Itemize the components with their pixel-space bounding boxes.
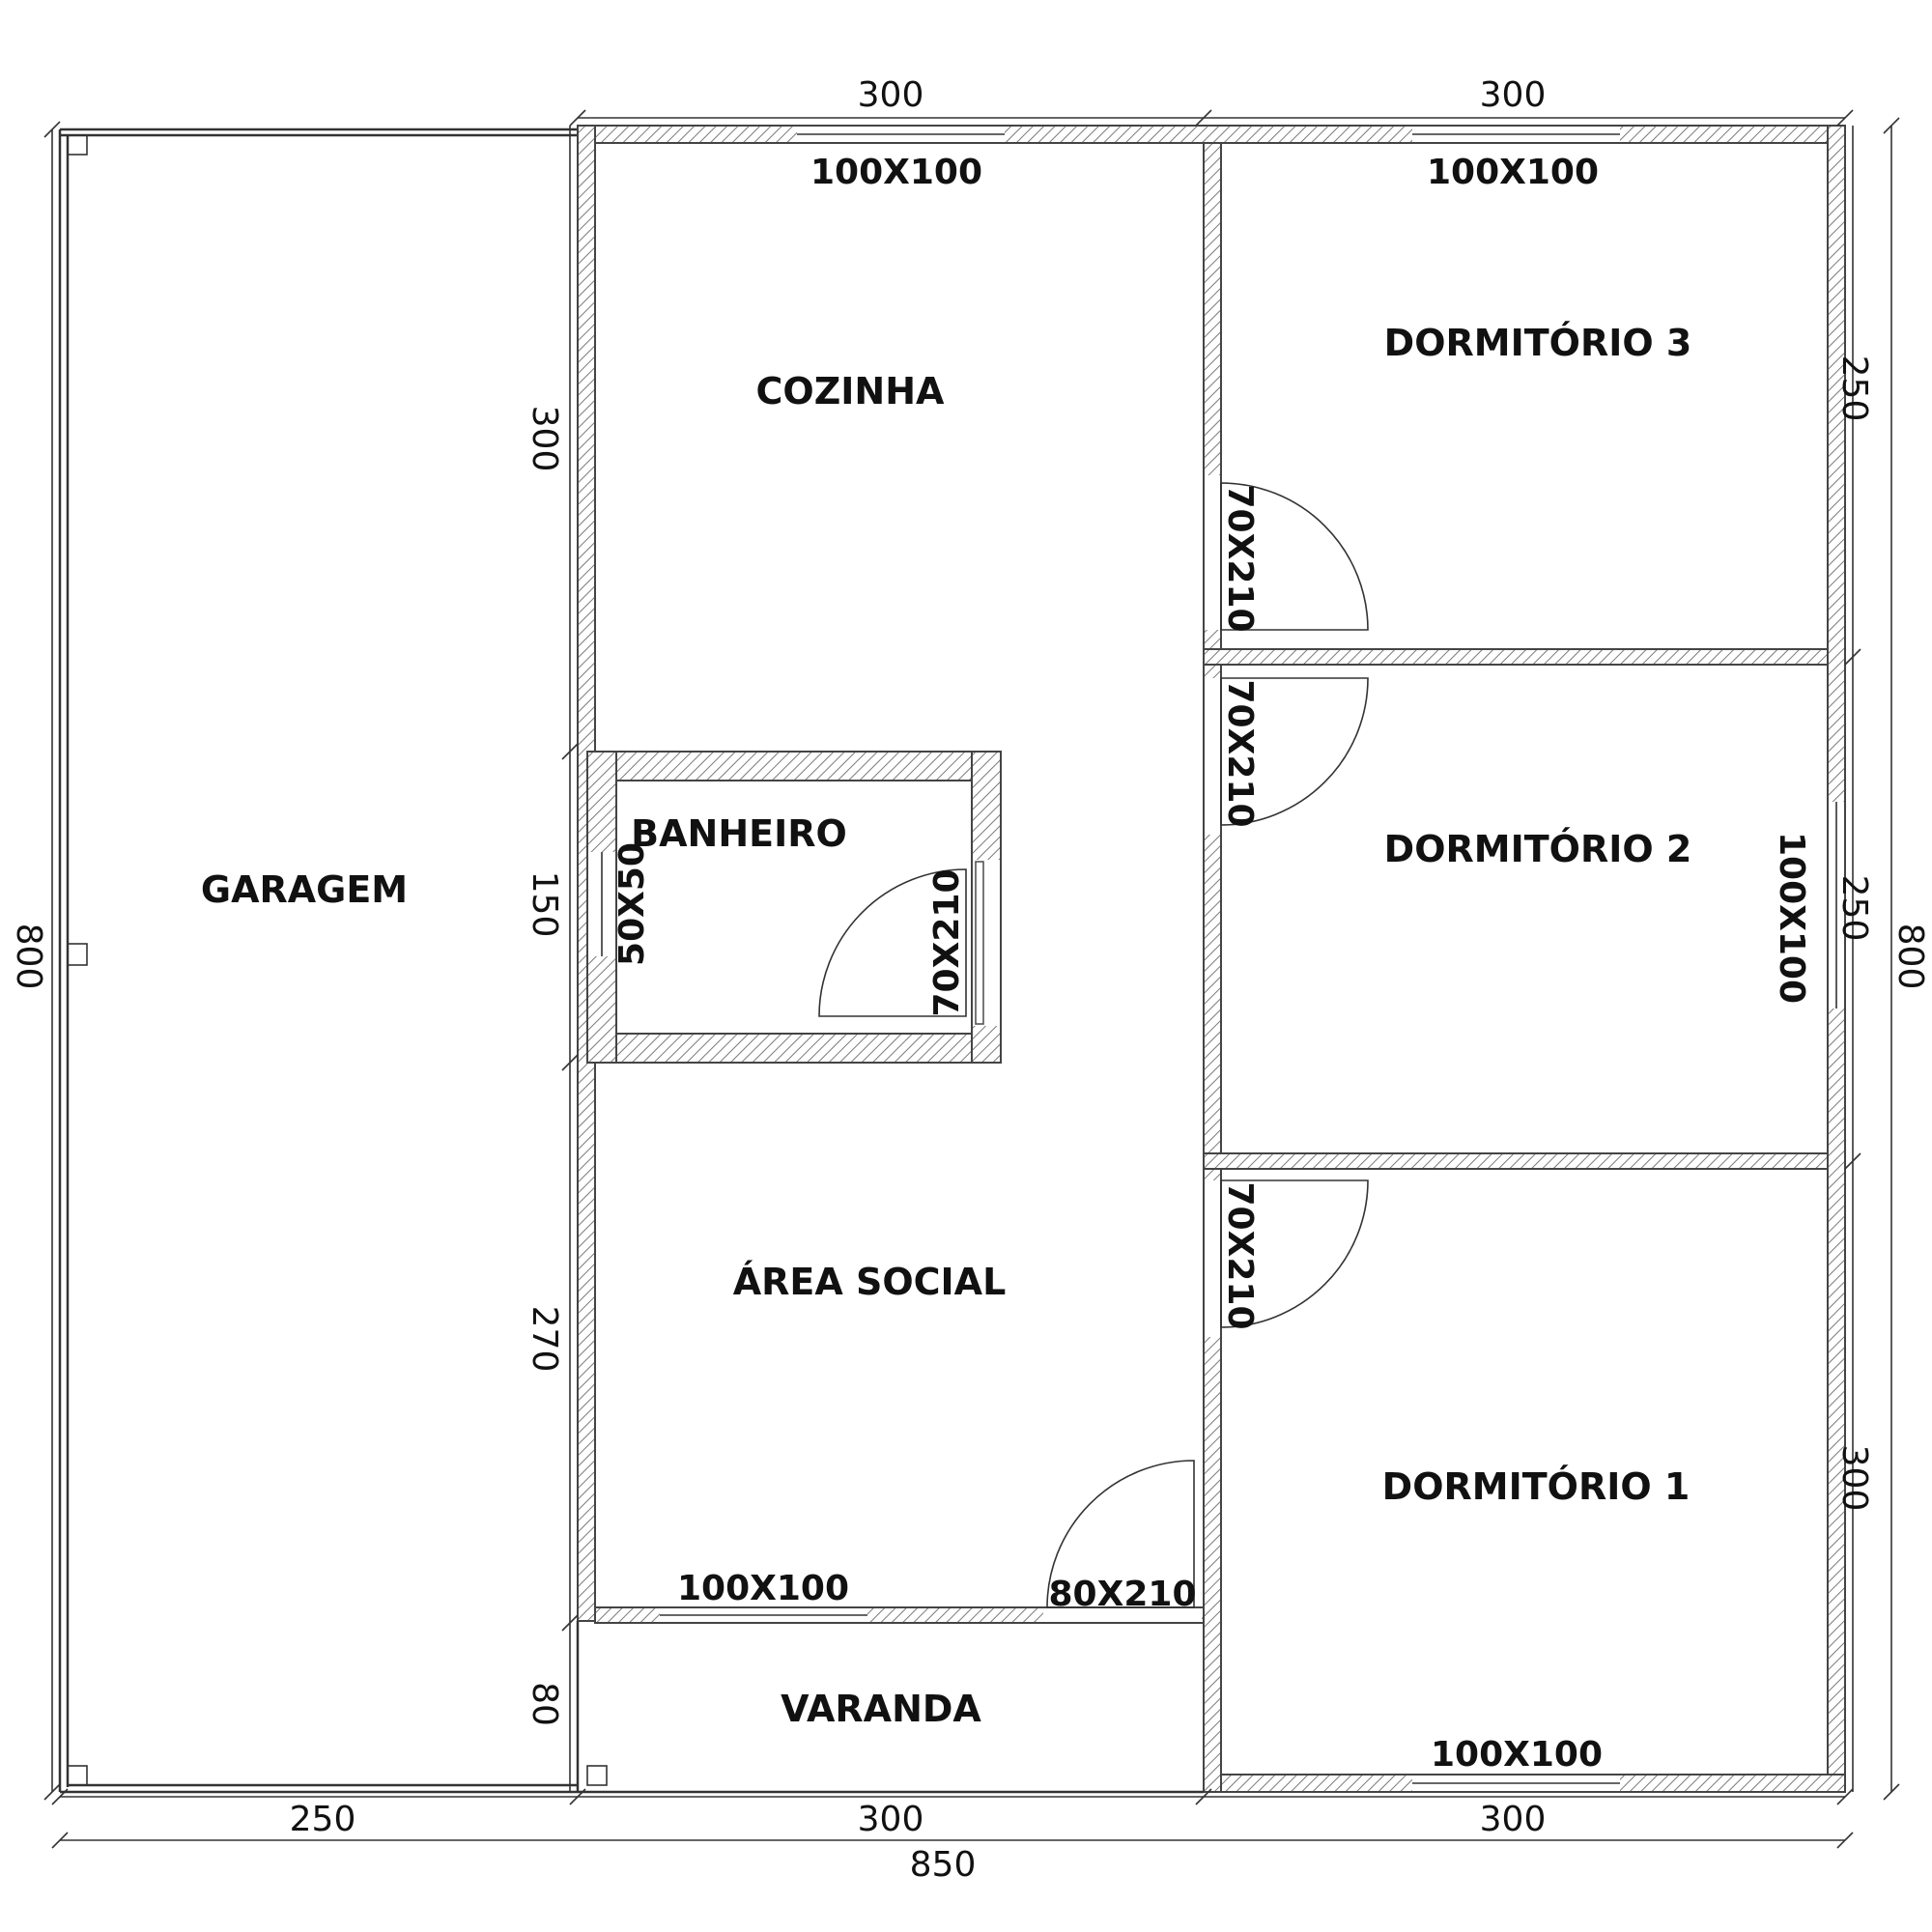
label-door-dorm1: 70X210 bbox=[1220, 1182, 1260, 1330]
label-banheiro: BANHEIRO bbox=[631, 812, 847, 855]
dim-right-total: 800 bbox=[1890, 923, 1930, 990]
door-swing-dorm3 bbox=[1220, 482, 1369, 631]
dim-top-left: 300 bbox=[858, 75, 924, 115]
label-door-dorm2: 70X210 bbox=[1220, 680, 1260, 828]
dim-inner-banheiro: 150 bbox=[525, 871, 564, 938]
label-door-entrada: 80X210 bbox=[1049, 1575, 1197, 1614]
pillar-top-left bbox=[67, 134, 88, 156]
dim-right-dorm3: 250 bbox=[1834, 355, 1874, 422]
pillar-middle-left bbox=[67, 943, 88, 966]
dim-right-dorm2: 250 bbox=[1834, 875, 1874, 942]
label-varanda: VARANDA bbox=[781, 1688, 981, 1730]
dimension-lines bbox=[43, 109, 1900, 1849]
dim-inner-cozinha: 300 bbox=[525, 406, 564, 472]
dim-bottom-middle: 300 bbox=[858, 1800, 924, 1839]
garage-outline bbox=[58, 128, 608, 1794]
label-dormitorio-2: DORMITÓRIO 2 bbox=[1384, 828, 1692, 870]
door-swing-entrada bbox=[1046, 1460, 1195, 1608]
label-door-dorm3: 70X210 bbox=[1220, 485, 1260, 633]
dim-bottom-right: 300 bbox=[1480, 1800, 1547, 1839]
label-window-dorm1: 100X100 bbox=[1431, 1735, 1603, 1775]
dim-bottom-garagem: 250 bbox=[290, 1800, 356, 1839]
dim-left-total: 800 bbox=[9, 923, 48, 990]
door-swing-dorm2 bbox=[1220, 677, 1369, 826]
dim-bottom-total: 850 bbox=[910, 1845, 977, 1885]
label-door-banheiro: 70X210 bbox=[927, 869, 967, 1017]
dim-inner-social: 270 bbox=[525, 1306, 564, 1373]
label-window-dorm2: 100X100 bbox=[1772, 832, 1811, 1004]
dim-inner-varanda: 80 bbox=[525, 1682, 564, 1726]
label-dormitorio-1: DORMITÓRIO 1 bbox=[1382, 1465, 1690, 1508]
windows bbox=[588, 127, 1844, 1791]
dim-right-dorm1: 300 bbox=[1834, 1445, 1874, 1512]
label-window-dorm3: 100X100 bbox=[1427, 153, 1599, 192]
door-swing-dorm1 bbox=[1220, 1179, 1369, 1328]
pillar-bottom-left bbox=[67, 1765, 88, 1786]
dim-top-right: 300 bbox=[1480, 75, 1547, 115]
label-cozinha: COZINHA bbox=[756, 370, 945, 412]
label-garagem: GARAGEM bbox=[201, 868, 408, 911]
label-window-cozinha: 100X100 bbox=[810, 153, 982, 192]
door-swing-banheiro bbox=[818, 868, 967, 1017]
pillar-bottom-varanda bbox=[586, 1765, 608, 1786]
varanda-outline bbox=[576, 1621, 1204, 1794]
doors bbox=[818, 475, 1369, 1622]
label-dormitorio-3: DORMITÓRIO 3 bbox=[1384, 322, 1692, 364]
label-window-social: 100X100 bbox=[677, 1569, 849, 1608]
label-window-banheiro: 50X50 bbox=[612, 842, 652, 966]
label-area-social: ÁREA SOCIAL bbox=[733, 1261, 1007, 1303]
